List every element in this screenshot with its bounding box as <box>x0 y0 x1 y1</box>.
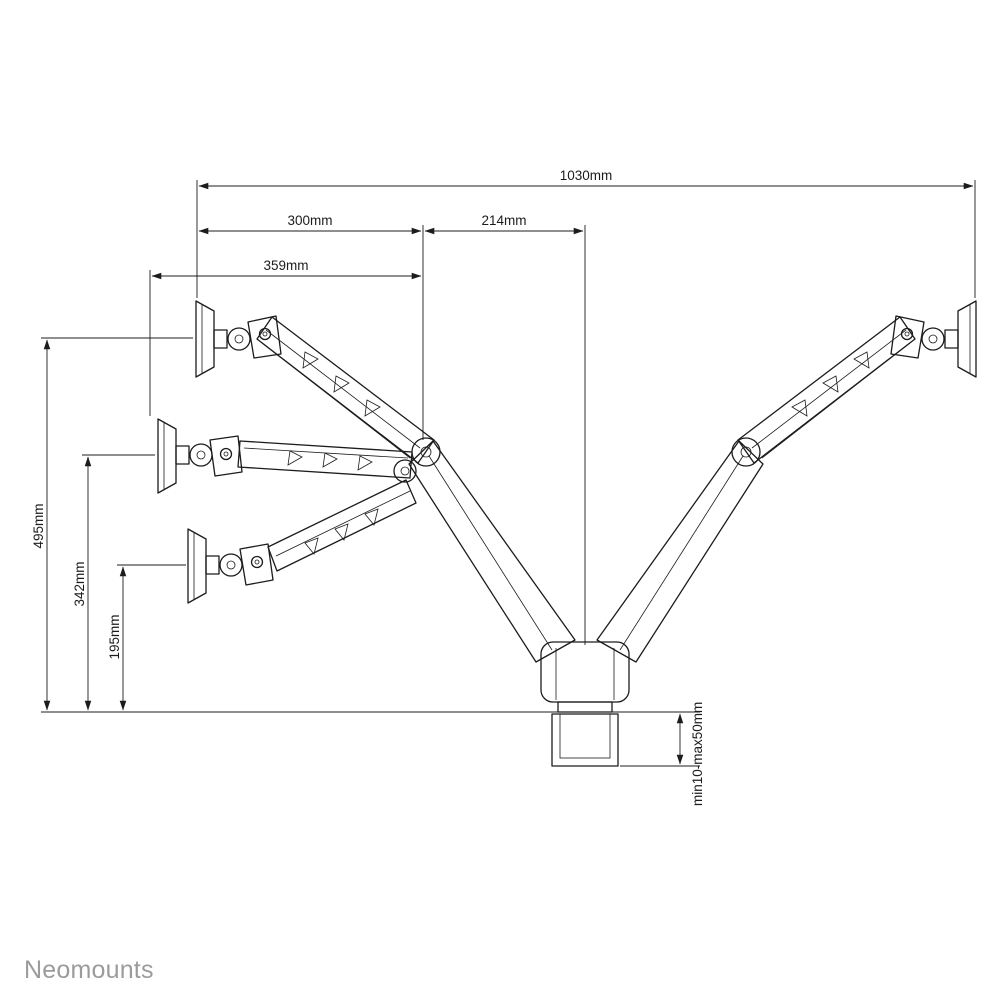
monitor-arm-top-left <box>195 300 435 464</box>
dim-label-total-width: 1030mm <box>560 168 613 183</box>
dim-label-height-top: 495mm <box>31 503 46 548</box>
monitor-arm-middle-left <box>157 418 413 494</box>
dim-label-height-mid: 342mm <box>72 561 87 606</box>
forearm-right <box>596 440 764 663</box>
dim-label-arm-reach: 359mm <box>263 258 308 273</box>
monitor-arm-bottom-left <box>187 479 417 604</box>
dimension-lines <box>43 182 974 765</box>
brand-logo: Neomounts <box>24 956 154 984</box>
dim-label-height-low: 195mm <box>107 614 122 659</box>
monitor-arm-right <box>737 300 977 464</box>
dim-label-left-offset: 300mm <box>287 213 332 228</box>
dim-label-clamp-range: min10-max50mm <box>690 702 705 806</box>
extension-lines <box>41 180 976 767</box>
dim-label-center-offset: 214mm <box>481 213 526 228</box>
desk-clamp <box>540 641 630 767</box>
forearm-left <box>408 440 576 663</box>
